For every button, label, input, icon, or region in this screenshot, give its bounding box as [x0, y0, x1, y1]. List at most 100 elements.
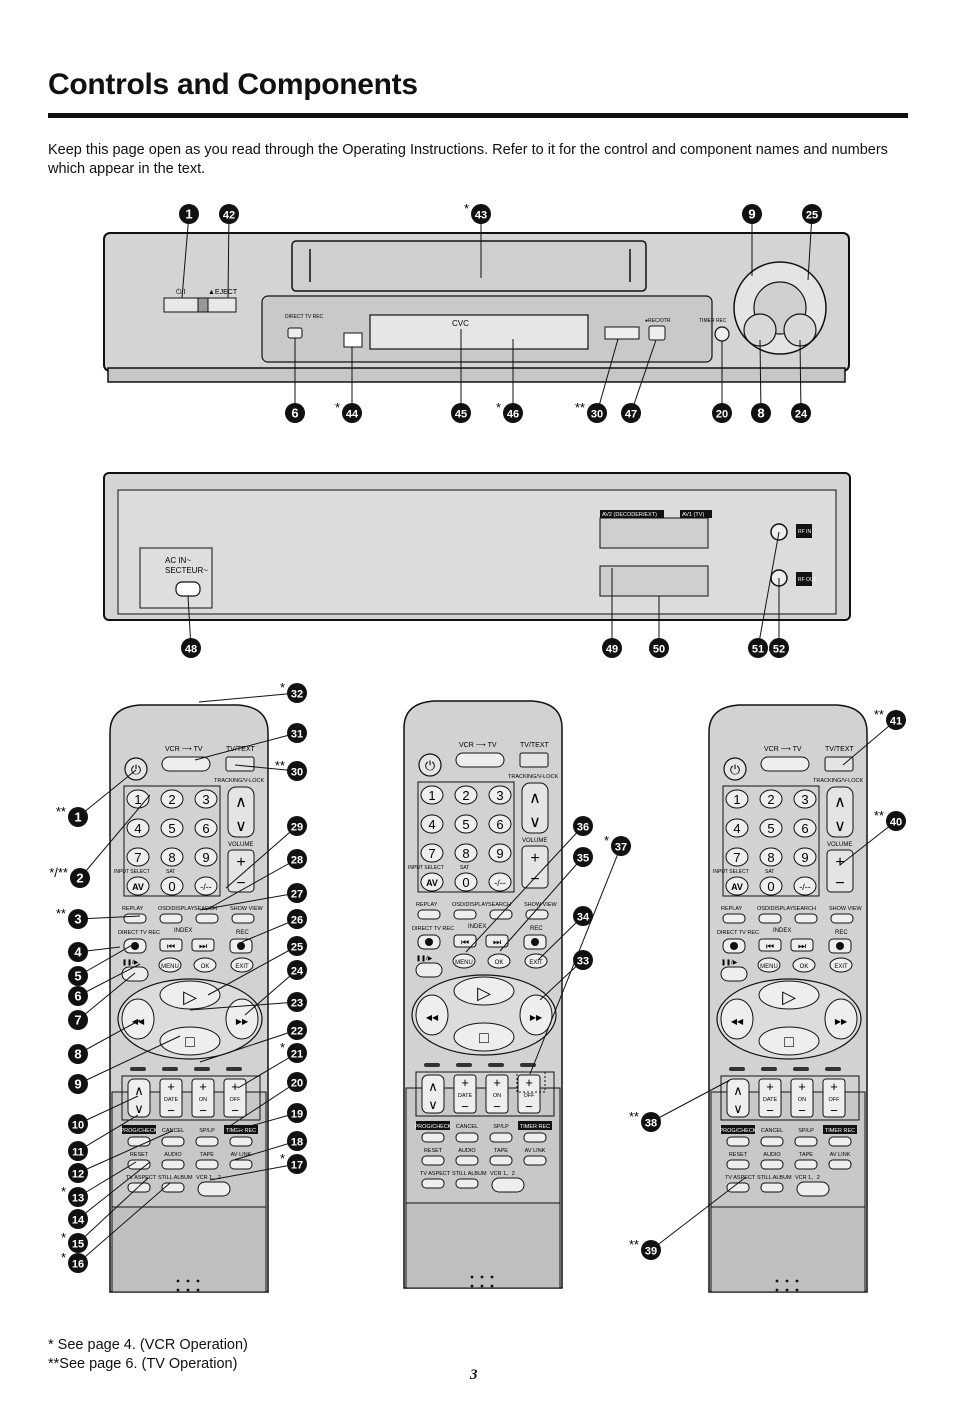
remote-zero-button[interactable]	[759, 876, 783, 896]
remote-tv-text-button[interactable]	[824, 756, 854, 772]
remote-rewind-button[interactable]	[720, 998, 754, 1040]
remote-osd-button[interactable]	[758, 913, 782, 924]
remote-vcr-tv-switch[interactable]	[760, 756, 810, 772]
remote-fast-forward-button[interactable]	[519, 994, 553, 1036]
remote-still-album-button[interactable]	[455, 1178, 479, 1189]
remote-splp-button[interactable]	[794, 1136, 818, 1147]
remote-show-view-button[interactable]	[525, 909, 549, 920]
remote-volume-rocker[interactable]	[227, 849, 255, 893]
remote-dash-button[interactable]	[194, 876, 218, 896]
remote-prog-check-button[interactable]	[726, 1136, 750, 1147]
remote-audio-button[interactable]	[161, 1159, 185, 1170]
remote-digit-button[interactable]	[160, 789, 184, 809]
remote-exit-button[interactable]	[524, 953, 548, 969]
remote-digit-button[interactable]	[160, 818, 184, 838]
remote-digit-button[interactable]	[488, 814, 512, 834]
remote-color-button[interactable]	[130, 1067, 146, 1071]
remote-vcr12-switch[interactable]	[491, 1177, 525, 1193]
remote-digit-button[interactable]	[420, 814, 444, 834]
remote-search-button[interactable]	[195, 913, 219, 924]
remote-replay-button[interactable]	[722, 913, 746, 924]
remote-tracking-rocker[interactable]	[826, 786, 854, 838]
remote-replay-button[interactable]	[417, 909, 441, 920]
remote-cancel-button[interactable]	[455, 1132, 479, 1143]
remote-play-button[interactable]	[453, 976, 515, 1006]
remote-digit-button[interactable]	[793, 789, 817, 809]
remote-rewind-button[interactable]	[121, 998, 155, 1040]
remote-ok-button[interactable]	[792, 957, 816, 973]
remote-menu-button[interactable]	[757, 957, 781, 973]
remote-dash-button[interactable]	[793, 876, 817, 896]
remote-lower-rocker[interactable]	[421, 1074, 445, 1114]
remote-tape-button[interactable]	[794, 1159, 818, 1170]
remote-digit-button[interactable]	[759, 847, 783, 867]
remote-date-button[interactable]	[758, 1078, 782, 1118]
remote-av-link-button[interactable]	[828, 1159, 852, 1170]
remote-index-prev-button[interactable]	[758, 938, 782, 952]
remote-color-button[interactable]	[162, 1067, 178, 1071]
remote-digit-button[interactable]	[126, 818, 150, 838]
remote-zero-button[interactable]	[160, 876, 184, 896]
remote-zero-button[interactable]	[454, 872, 478, 892]
remote-color-button[interactable]	[488, 1063, 504, 1067]
remote-audio-button[interactable]	[455, 1155, 479, 1166]
remote-splp-button[interactable]	[195, 1136, 219, 1147]
remote-digit-button[interactable]	[725, 847, 749, 867]
remote-digit-button[interactable]	[793, 818, 817, 838]
remote-av-button[interactable]	[420, 872, 444, 892]
remote-search-button[interactable]	[794, 913, 818, 924]
remote-off-button[interactable]	[517, 1074, 541, 1114]
remote-exit-button[interactable]	[230, 957, 254, 973]
remote-tv-aspect-button[interactable]	[127, 1182, 151, 1193]
remote-digit-button[interactable]	[759, 789, 783, 809]
remote-digit-button[interactable]	[793, 847, 817, 867]
remote-replay-button[interactable]	[123, 913, 147, 924]
remote-digit-button[interactable]	[194, 847, 218, 867]
remote-prog-check-button[interactable]	[421, 1132, 445, 1143]
remote-index-next-button[interactable]	[485, 934, 509, 948]
remote-osd-button[interactable]	[159, 913, 183, 924]
remote-pause-button[interactable]	[720, 966, 748, 982]
remote-digit-button[interactable]	[454, 785, 478, 805]
remote-digit-button[interactable]	[488, 785, 512, 805]
remote-rewind-button[interactable]	[415, 994, 449, 1036]
remote-off-button[interactable]	[822, 1078, 846, 1118]
remote-lower-rocker[interactable]	[127, 1078, 151, 1118]
remote-digit-button[interactable]	[488, 843, 512, 863]
remote-index-next-button[interactable]	[790, 938, 814, 952]
remote-power-button[interactable]	[418, 753, 442, 777]
remote-color-button[interactable]	[226, 1067, 242, 1071]
remote-digit-button[interactable]	[126, 789, 150, 809]
remote-ok-button[interactable]	[487, 953, 511, 969]
remote-play-button[interactable]	[159, 980, 221, 1010]
remote-on-button[interactable]	[191, 1078, 215, 1118]
remote-reset-button[interactable]	[421, 1155, 445, 1166]
remote-color-button[interactable]	[456, 1063, 472, 1067]
remote-off-button[interactable]	[223, 1078, 247, 1118]
remote-vcr12-switch[interactable]	[197, 1181, 231, 1197]
remote-date-button[interactable]	[159, 1078, 183, 1118]
remote-digit-button[interactable]	[194, 818, 218, 838]
remote-tracking-rocker[interactable]	[521, 782, 549, 834]
remote-color-button[interactable]	[520, 1063, 536, 1067]
remote-prog-check-button[interactable]	[127, 1136, 151, 1147]
remote-menu-button[interactable]	[452, 953, 476, 969]
remote-tv-text-button[interactable]	[519, 752, 549, 768]
remote-dash-button[interactable]	[488, 872, 512, 892]
remote-color-button[interactable]	[729, 1067, 745, 1071]
remote-color-button[interactable]	[825, 1067, 841, 1071]
remote-volume-rocker[interactable]	[521, 845, 549, 889]
remote-lower-rocker[interactable]	[726, 1078, 750, 1118]
remote-color-button[interactable]	[194, 1067, 210, 1071]
remote-index-next-button[interactable]	[191, 938, 215, 952]
remote-vcr-tv-switch[interactable]	[161, 756, 211, 772]
remote-date-button[interactable]	[453, 1074, 477, 1114]
remote-stop-button[interactable]	[453, 1022, 515, 1052]
remote-fast-forward-button[interactable]	[225, 998, 259, 1040]
remote-timer-rec-button[interactable]	[229, 1136, 253, 1147]
remote-cancel-button[interactable]	[760, 1136, 784, 1147]
remote-tracking-rocker[interactable]	[227, 786, 255, 838]
remote-splp-button[interactable]	[489, 1132, 513, 1143]
remote-tape-button[interactable]	[195, 1159, 219, 1170]
remote-av-link-button[interactable]	[229, 1159, 253, 1170]
